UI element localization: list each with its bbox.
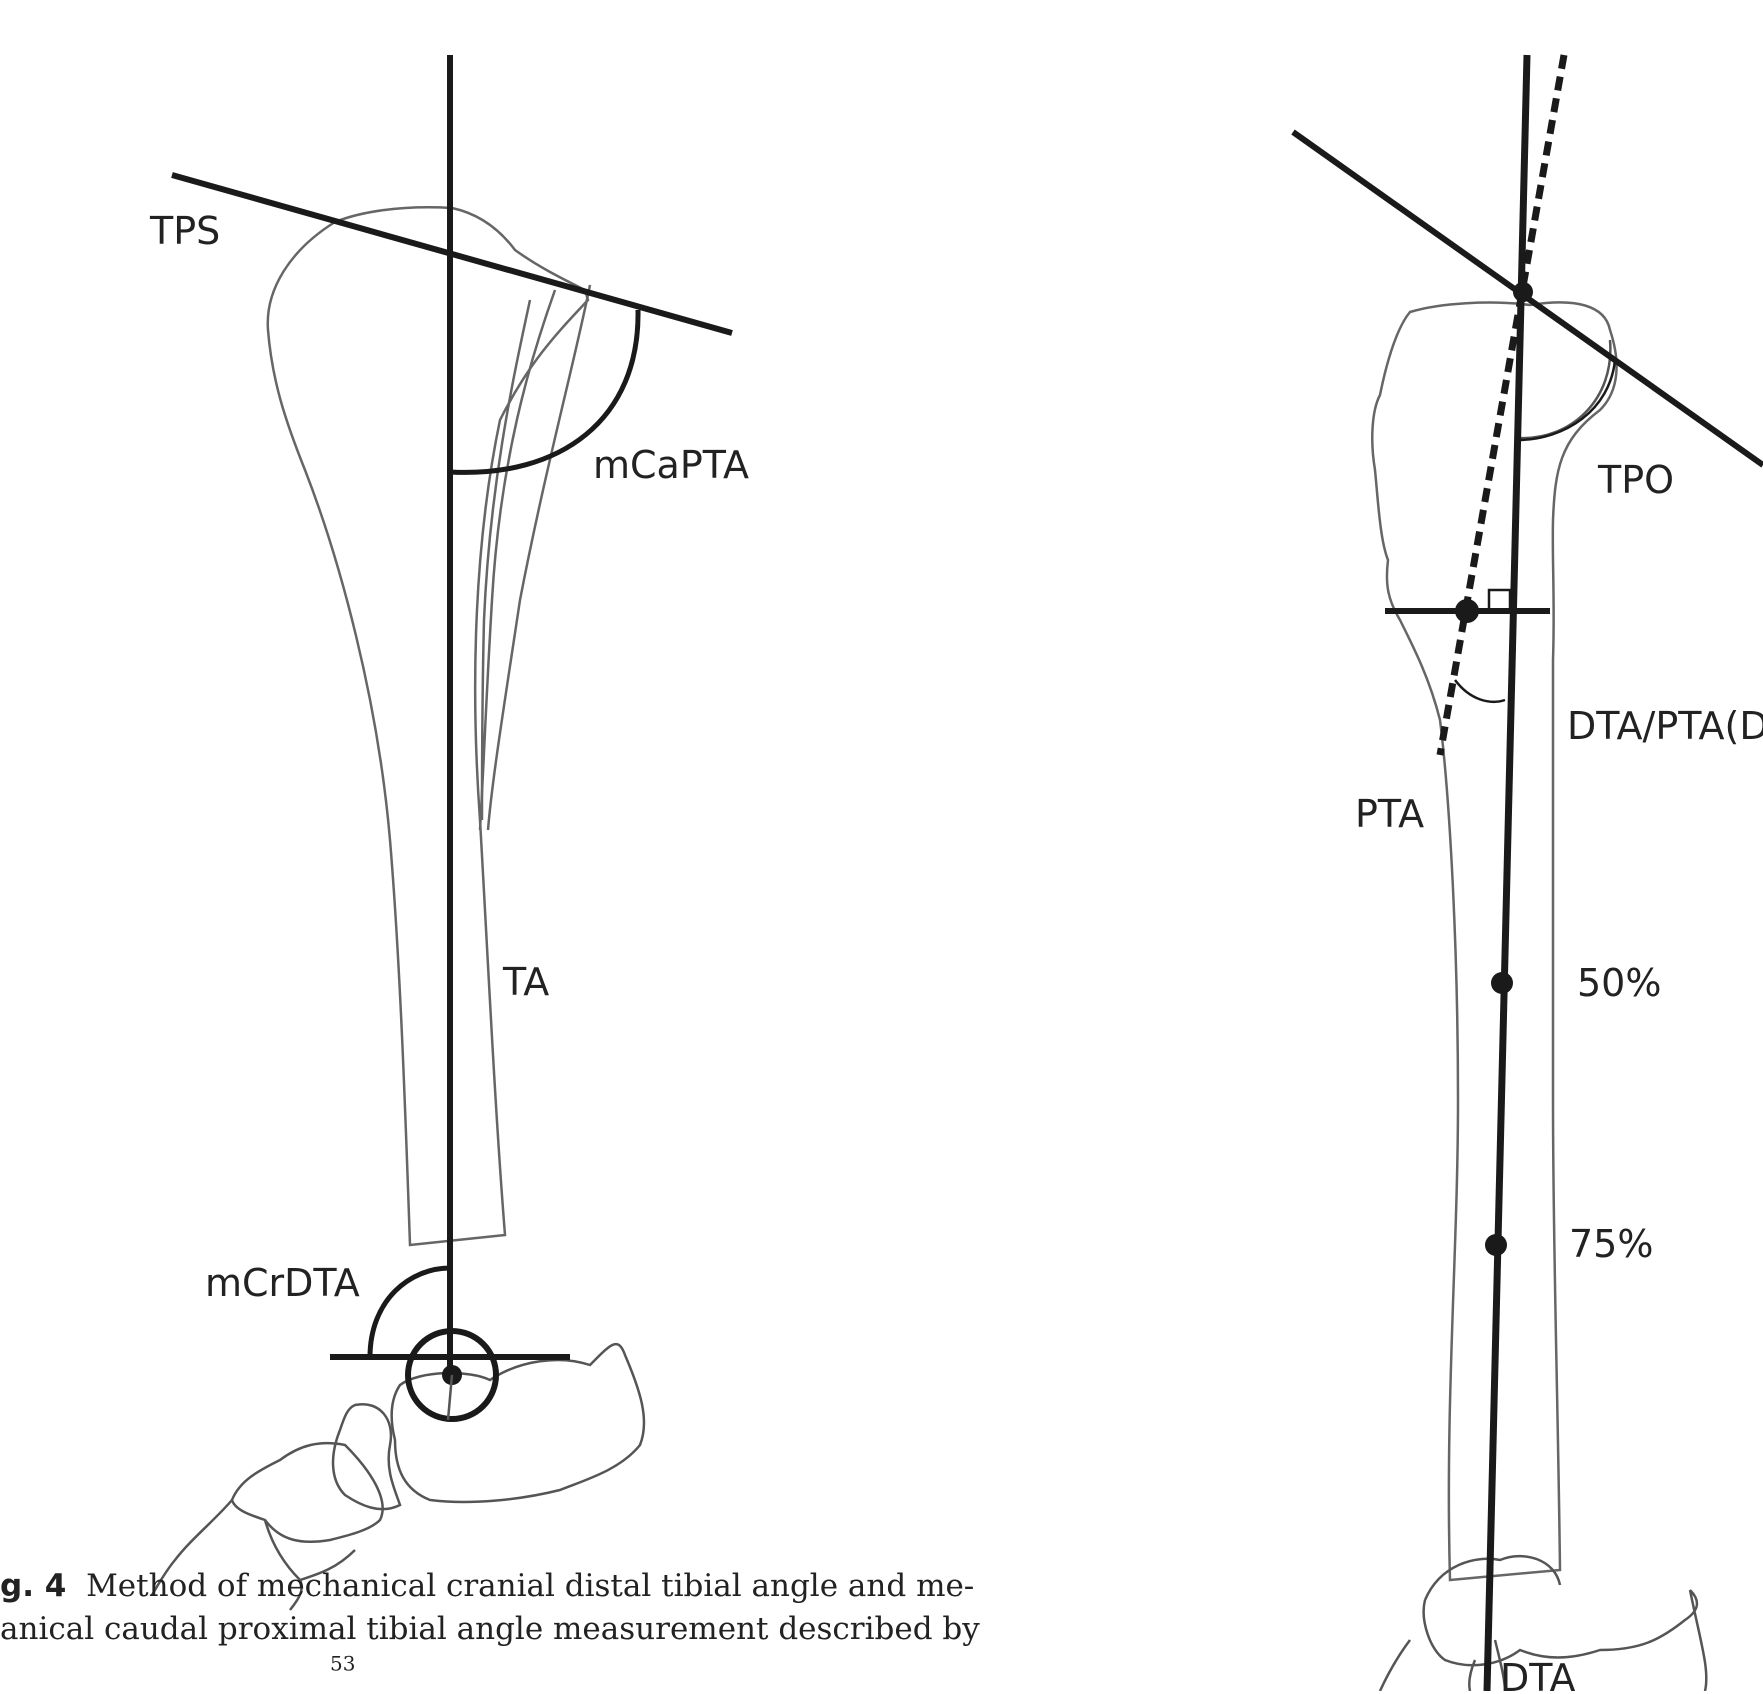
caption-line-3: 53 — [0, 1651, 940, 1694]
left-tibia-outline — [266, 206, 590, 1247]
label-ta: TA — [502, 960, 549, 1004]
caption-figure-label: g. 4 — [0, 1568, 67, 1604]
caption-line-2: anical caudal proximal tibial angle meas… — [0, 1608, 980, 1651]
label-dta: DTA — [1500, 1656, 1576, 1691]
right-tibial-axis-line — [1483, 54, 1531, 1691]
label-mcapta: mCaPTA — [593, 443, 749, 487]
right-tibia-outline — [1371, 301, 1618, 1582]
right-distal-joint-outline — [1378, 1555, 1708, 1691]
caption-line-1: g. 4 Method of mechanical cranial distal… — [0, 1565, 974, 1608]
caption-line-1-text: Method of mechanical cranial distal tibi… — [86, 1568, 975, 1604]
label-75pct: 75% — [1569, 1222, 1653, 1266]
left-tarsal-outline — [230, 1441, 384, 1544]
right-angle-marker — [1487, 588, 1512, 611]
label-dta-pta: DTA/PTA(D — [1567, 704, 1763, 748]
left-talus-circle — [405, 1328, 499, 1422]
label-50pct: 50% — [1577, 961, 1661, 1005]
left-mcapta-arc — [449, 309, 641, 475]
label-pta: PTA — [1355, 792, 1424, 836]
right-50pct-point — [1491, 972, 1513, 994]
right-tpo-arc — [1516, 359, 1617, 442]
right-intersection-point — [1513, 282, 1533, 302]
label-tps: TPS — [149, 209, 220, 253]
right-75pct-point — [1485, 1234, 1507, 1256]
left-talus-inner-line — [446, 1374, 454, 1421]
left-mcrdta-arc — [367, 1265, 451, 1358]
left-fibula-line-1 — [478, 289, 557, 831]
right-proximal-dashed-line — [1436, 54, 1568, 756]
left-talus-outline — [390, 1342, 646, 1504]
left-fibula-line-2 — [480, 299, 532, 821]
caption-reference: 53 — [330, 1651, 356, 1676]
left-tps-line — [171, 172, 733, 336]
label-mcrdta: mCrDTA — [205, 1261, 360, 1305]
right-dta-pta-arc — [1454, 679, 1506, 704]
right-condyle-line — [1519, 339, 1612, 440]
right-pta-point — [1455, 599, 1479, 623]
left-fibula-line-3 — [486, 284, 592, 831]
figure-caption: g. 4 Method of mechanical cranial distal… — [0, 1565, 980, 1694]
left-calcaneus-outline — [331, 1402, 402, 1511]
caption-line-2-text: anical caudal proximal tibial angle meas… — [0, 1611, 980, 1647]
left-metatarsal-outline — [150, 1499, 356, 1611]
right-tibia-figure: TPO DTA/PTA(D PTA 50% 75% DTA — [1291, 54, 1763, 1691]
left-tibia-figure: TPS mCaPTA TA mCrDTA — [149, 55, 749, 1611]
label-tpo: TPO — [1597, 458, 1674, 502]
